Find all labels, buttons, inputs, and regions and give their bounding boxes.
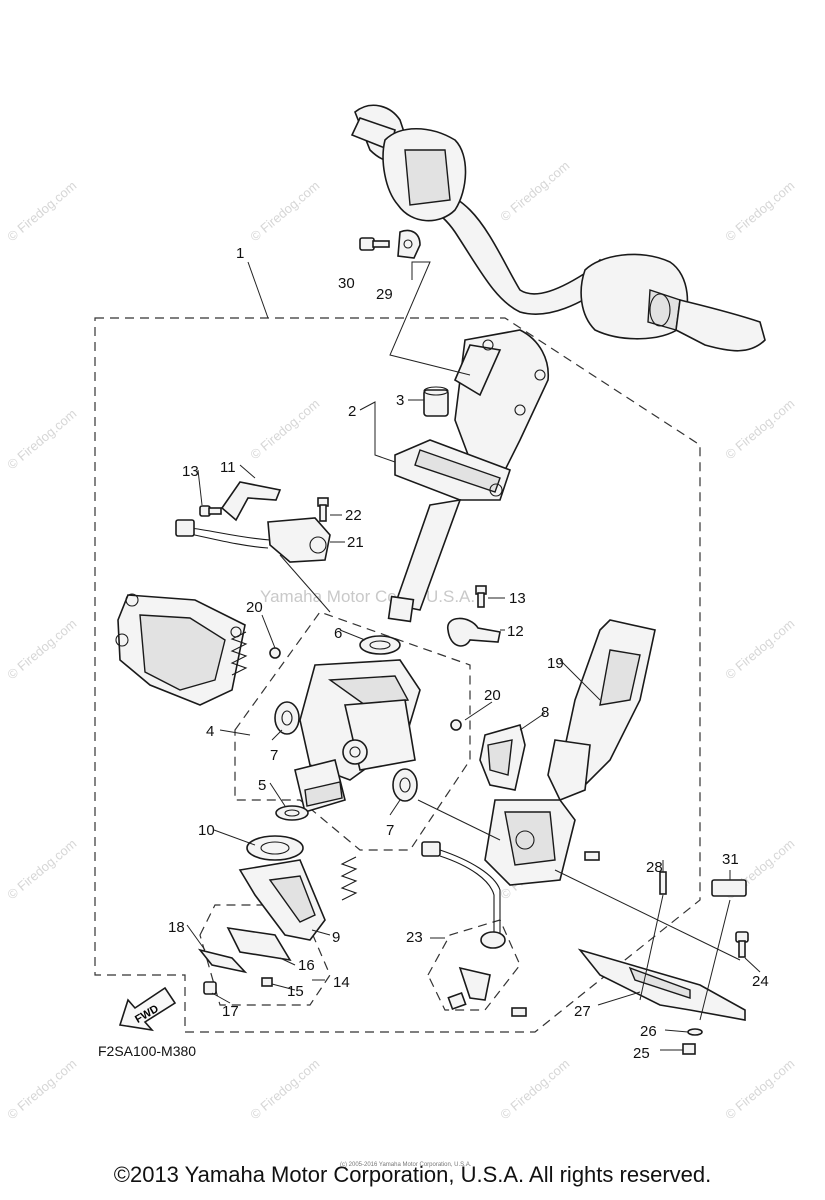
callout-11: 11 [220, 459, 236, 476]
part-10-bearing [246, 835, 304, 861]
part-12-clip [447, 617, 501, 647]
part-20-ring [269, 647, 281, 659]
callout-7: 7 [270, 747, 278, 764]
watermark: © Firedog.com [722, 1056, 797, 1122]
callout-31: 31 [722, 851, 739, 868]
part-2-steering-column [387, 329, 550, 623]
part-23-harness [421, 841, 527, 1017]
part-30-bolt [359, 237, 390, 251]
tilt-housing [294, 659, 421, 814]
callout-7: 7 [386, 822, 394, 839]
callout-21: 21 [347, 534, 364, 551]
callout-18: 18 [168, 919, 185, 936]
part-16-plate [226, 926, 292, 962]
small-copyright: (c) 2005-2016 Yamaha Motor Corporation, … [340, 1162, 472, 1168]
callout-15: 15 [287, 983, 304, 1000]
callout-27: 27 [574, 1003, 591, 1020]
callout-28: 28 [646, 859, 663, 876]
part-31-pad [711, 879, 747, 897]
callout-12: 12 [507, 623, 524, 640]
watermark: © Firedog.com [497, 1056, 572, 1122]
callout-30: 30 [338, 275, 355, 292]
callout-20: 20 [246, 599, 263, 616]
part-27-plate [577, 948, 746, 1021]
callout-10: 10 [198, 822, 215, 839]
subgroup-outline-4 [234, 611, 471, 851]
center-watermark: Yamaha Motor Corp., U.S.A. [260, 587, 475, 606]
part-26-washer [687, 1028, 703, 1036]
watermark: © Firedog.com [722, 616, 797, 682]
callout-13: 13 [509, 590, 526, 607]
right-housing [484, 799, 600, 886]
part-7-washer [274, 701, 300, 735]
part-13-screw [199, 505, 222, 517]
callout-26: 26 [640, 1023, 657, 1040]
callout-8: 8 [541, 704, 549, 721]
watermark: © Firedog.com [4, 406, 79, 472]
callout-6: 6 [334, 625, 342, 642]
copyright-notice: ©2013 Yamaha Motor Corporation, U.S.A. A… [113, 1162, 712, 1187]
watermark: © Firedog.com [722, 178, 797, 244]
part-22-screw [317, 497, 329, 522]
part-8-actuator [479, 724, 526, 791]
watermark: © Firedog.com [4, 178, 79, 244]
part-25-nut [682, 1043, 696, 1055]
part-20-ring [450, 719, 462, 731]
handlebar [350, 104, 766, 352]
callout-24: 24 [752, 973, 769, 990]
watermark: © Firedog.com [247, 1056, 322, 1122]
part-5-bushing [275, 805, 309, 821]
watermark: © Firedog.com [722, 396, 797, 462]
callout-2: 2 [348, 403, 356, 420]
fwd-arrow-icon: FWD [118, 986, 177, 1032]
spring-left [230, 631, 248, 676]
part-13-screw-b [475, 585, 487, 608]
callout-22: 22 [345, 507, 362, 524]
callout-29: 29 [376, 286, 393, 303]
subgroup-outline-14 [199, 904, 331, 1006]
callout-19: 19 [547, 655, 564, 672]
spring-center [340, 856, 358, 901]
diagram-code: F2SA100-M380 [98, 1043, 197, 1059]
part-6-ring [359, 635, 401, 655]
part-29-clamp [397, 229, 421, 259]
part-17-bolt [203, 981, 217, 995]
callout-25: 25 [633, 1045, 650, 1062]
left-housing [115, 593, 246, 706]
callout-3: 3 [396, 392, 404, 409]
callout-20: 20 [484, 687, 501, 704]
callout-23: 23 [406, 929, 423, 946]
callout-9: 9 [332, 929, 340, 946]
watermark: © Firedog.com [247, 178, 322, 244]
subgroup-outline-23 [427, 919, 521, 1011]
callout-4: 4 [206, 723, 214, 740]
watermark: © Firedog.com [4, 616, 79, 682]
leader-lines [186, 261, 761, 1051]
callout-17: 17 [222, 1003, 239, 1020]
watermark: © Firedog.com [4, 1056, 79, 1122]
callout-1: 1 [236, 245, 244, 262]
assembly-outline [94, 317, 701, 1033]
watermark: © Firedog.com [247, 396, 322, 462]
callout-14: 14 [333, 974, 350, 991]
part-3-spacer [423, 386, 449, 417]
callout-5: 5 [258, 777, 266, 794]
callout-16: 16 [298, 957, 315, 974]
watermark: © Firedog.com [497, 158, 572, 224]
part-11-bracket [220, 481, 282, 522]
part-15-screw [261, 977, 273, 987]
callout-13: 13 [182, 463, 199, 480]
watermark: © Firedog.com [4, 836, 79, 902]
part-18-clip [197, 948, 248, 974]
callouts: 1 2 3 4 5 6 7 7 8 9 10 11 12 13 13 14 15… [168, 245, 769, 1062]
part-9-lever [238, 859, 326, 941]
part-21-sensor [175, 517, 331, 563]
part-19-cover [547, 619, 656, 802]
part-24-bolt [735, 931, 749, 958]
part-7-washer [392, 768, 418, 802]
